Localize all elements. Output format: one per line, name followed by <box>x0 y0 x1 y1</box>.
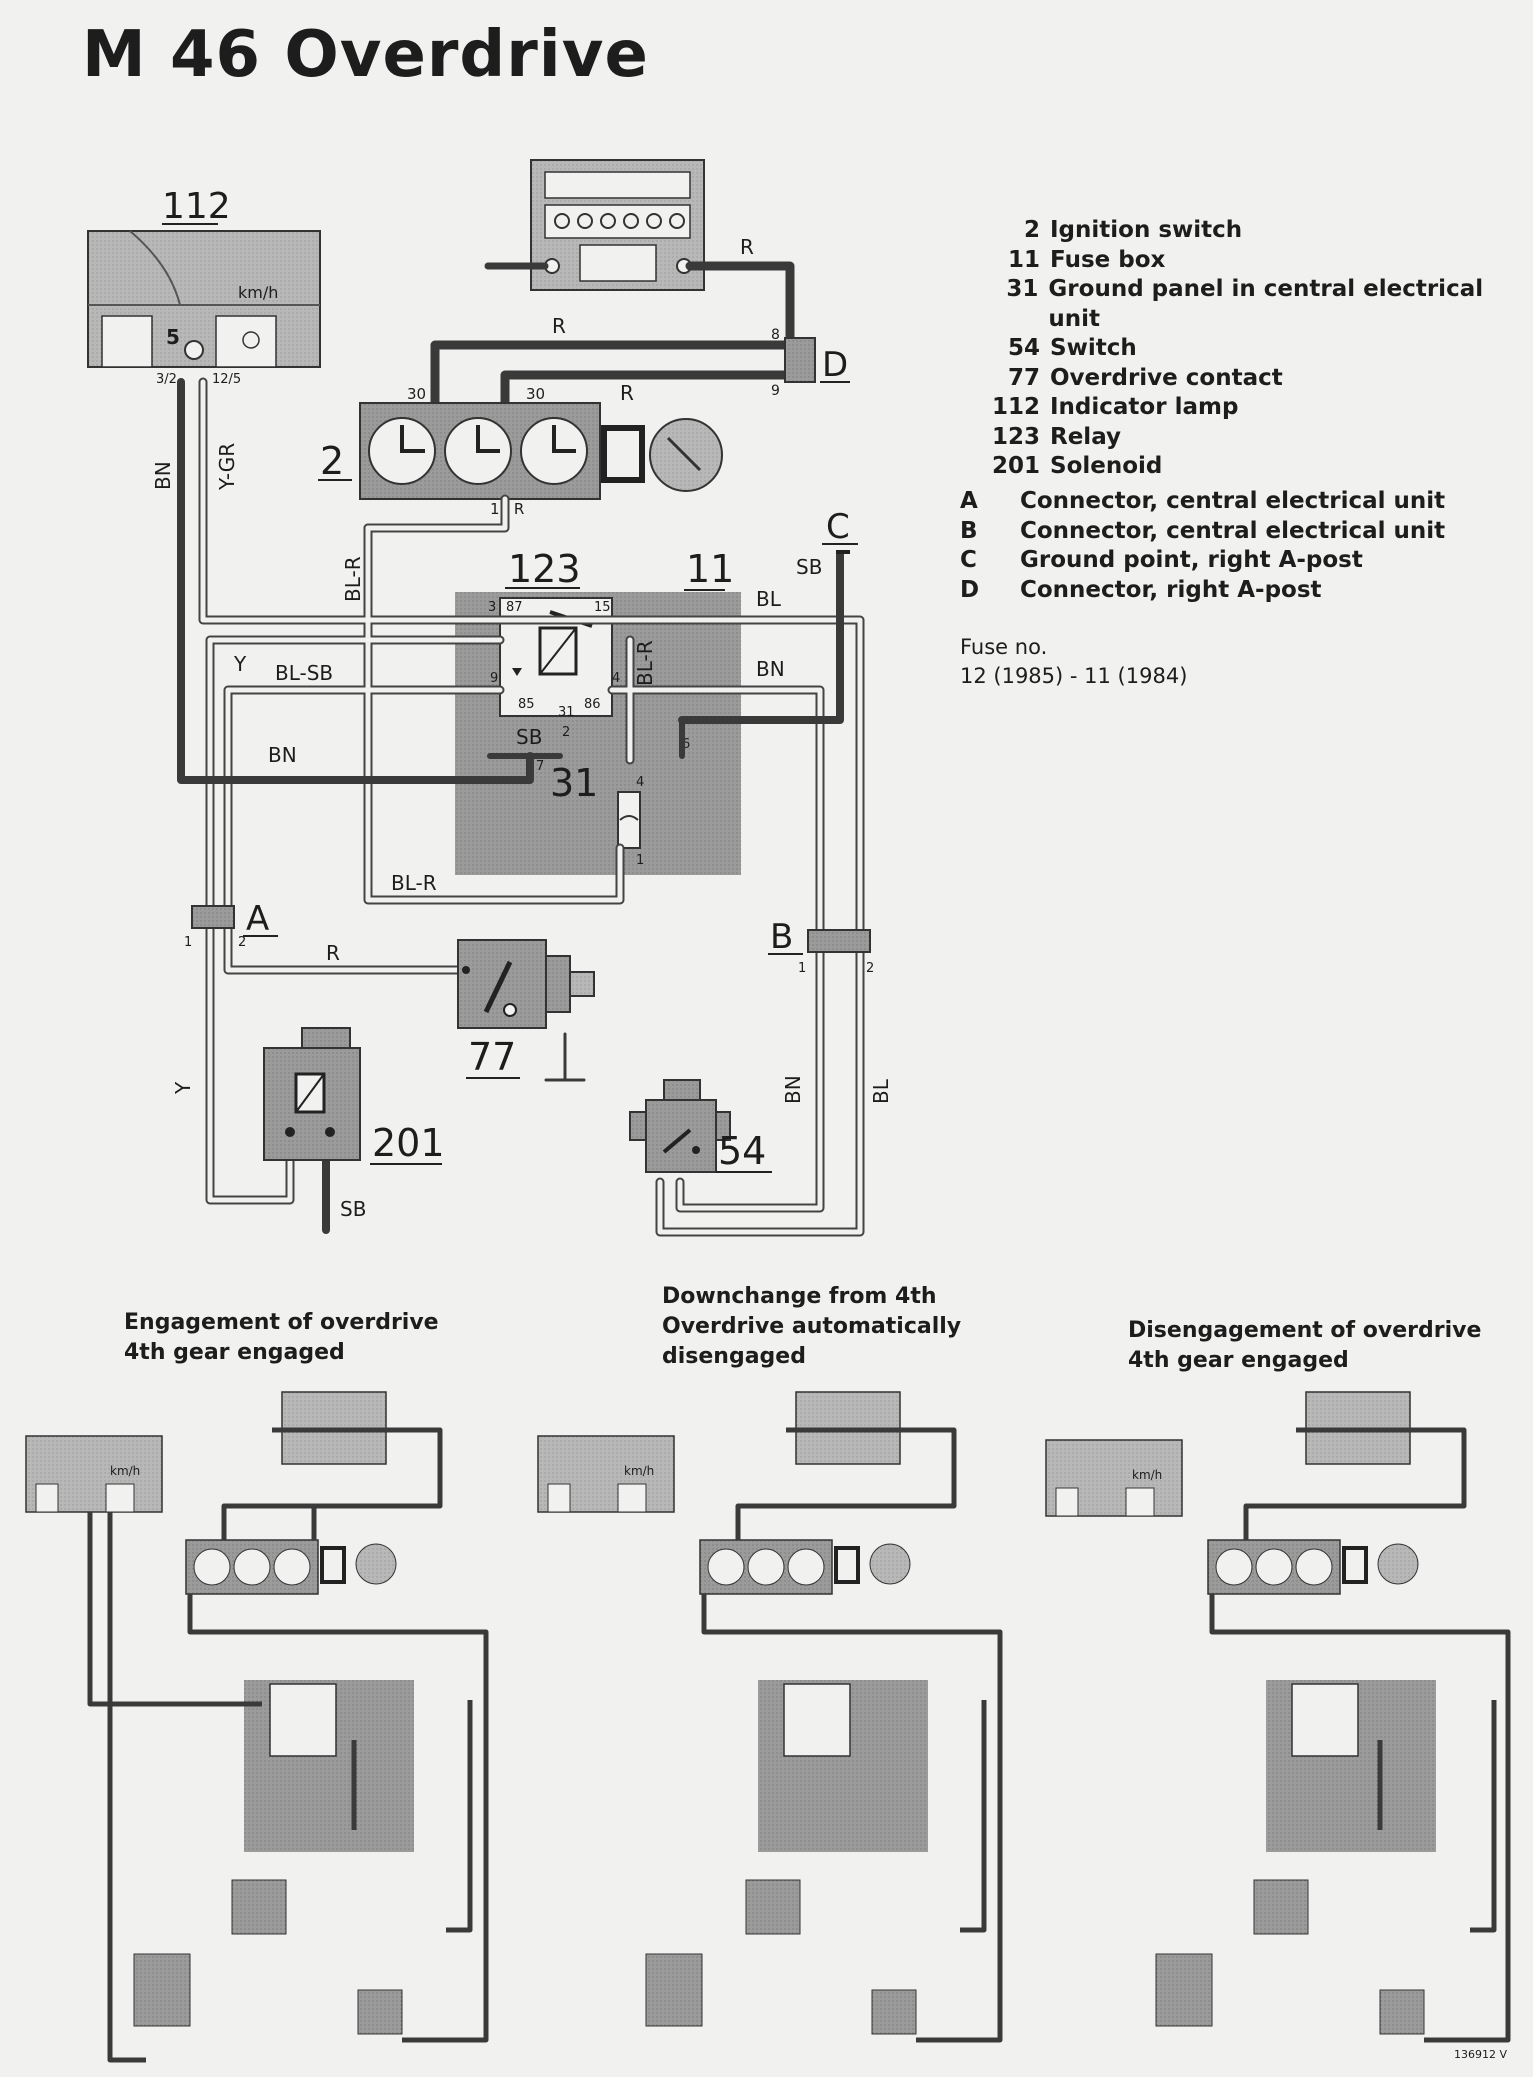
wire-label-r-3: R <box>620 381 634 405</box>
label-a1: 1 <box>184 935 192 950</box>
fuse-element <box>617 791 641 849</box>
page-title: M 46 Overdrive <box>82 18 649 92</box>
mini-3-kmh: km/h <box>1132 1468 1162 1482</box>
mini-diagram-1 <box>25 1391 489 2063</box>
label-pin-12-5: 12/5 <box>212 372 241 387</box>
pin-6: 6 <box>682 737 690 752</box>
wire-label-r-2: R <box>552 314 566 338</box>
label-c: C <box>826 507 850 547</box>
fuse-label: Fuse no. <box>960 635 1048 659</box>
label-a2: 2 <box>238 935 246 950</box>
wires-red <box>430 261 795 408</box>
label-pin-3-2: 3/2 <box>156 372 177 387</box>
overdrive-contact-77 <box>457 939 595 1029</box>
label-d: D <box>822 345 848 385</box>
wire-label-r-4: R <box>326 941 340 965</box>
relay-pin-15: 15 <box>594 600 611 615</box>
label-201: 201 <box>372 1121 445 1165</box>
pin-1b: 1 <box>636 853 644 868</box>
wire-label-bl-r-3: BL-R <box>391 871 437 895</box>
label-31: 31 <box>550 761 598 805</box>
caption-downchange: Downchange from 4th Overdrive automatica… <box>662 1284 962 1369</box>
label-8: 8 <box>771 327 780 343</box>
relay-pin-86: 86 <box>584 697 601 712</box>
label-11: 11 <box>686 547 734 591</box>
connector-a <box>191 905 235 929</box>
label-30a: 30 <box>407 385 426 403</box>
label-2: 2 <box>320 439 344 483</box>
ignition-switch-2 <box>359 402 723 500</box>
pin-7: 7 <box>536 759 544 774</box>
relay-pin-87: 87 <box>506 600 523 615</box>
wire-label-bl-r-1: BL-R <box>341 556 365 602</box>
relay-pin-4: 4 <box>612 671 620 686</box>
figure-code: 136912 V <box>1453 2048 1507 2061</box>
wire-label-bn-3: BN <box>268 743 297 767</box>
wire-label-sb-1: SB <box>796 555 822 579</box>
label-54: 54 <box>718 1129 766 1173</box>
relay-pin-31: 31 <box>558 705 575 720</box>
label-112: 112 <box>162 186 231 227</box>
label-b2: 2 <box>866 961 874 976</box>
label-b1: 1 <box>798 961 806 976</box>
relay-pin-9: 9 <box>490 671 498 686</box>
mini-2-kmh: km/h <box>624 1464 654 1478</box>
wire-label-bn-2: BN <box>756 657 785 681</box>
switch-54 <box>629 1079 731 1173</box>
relay-pin-3: 3 <box>488 600 496 615</box>
wires-dark <box>177 378 844 1234</box>
wire-label-sb-2: SB <box>516 725 542 749</box>
caption-disengagement: Disengagement of overdrive 4th gear enga… <box>1128 1318 1482 1373</box>
connector-b <box>807 929 871 953</box>
wire-label-y-gr: Y-GR <box>215 443 239 491</box>
label-b: B <box>770 917 793 957</box>
label-a: A <box>246 899 269 939</box>
wire-label-bl-sb: BL-SB <box>275 661 333 685</box>
fuse-note: Fuse no. 12 (1985) - 11 (1984) <box>960 633 1187 691</box>
connector-d <box>784 337 816 383</box>
label-pin-5: 5 <box>166 325 180 349</box>
label-123: 123 <box>508 547 581 591</box>
wire-label-y-1: Y <box>233 652 247 676</box>
wire-label-bl-1: BL <box>756 587 782 611</box>
label-9: 9 <box>771 383 780 399</box>
wire-label-bn-4: BN <box>781 1075 805 1104</box>
mini-diagram-3 <box>1045 1391 1511 2043</box>
wire-label-y-2: Y <box>171 1081 195 1095</box>
wire-label-bn-1: BN <box>151 461 175 490</box>
wire-label-r-1: R <box>740 235 754 259</box>
top-unit <box>530 159 705 291</box>
fuse-value: 12 (1985) - 11 (1984) <box>960 664 1188 688</box>
caption-engagement: Engagement of overdrive 4th gear engaged <box>124 1310 439 1365</box>
solenoid-201 <box>263 1027 361 1161</box>
relay-pin-2: 2 <box>562 725 570 740</box>
mini-diagram-2 <box>537 1391 1003 2043</box>
label-30b: 30 <box>526 385 545 403</box>
pin-4b: 4 <box>636 775 644 790</box>
indicator-lamp-112 <box>87 223 321 368</box>
mini-1-kmh: km/h <box>110 1464 140 1478</box>
relay-pin-85: 85 <box>518 697 535 712</box>
wire-label-bl-r-2: BL-R <box>633 640 657 686</box>
wire-label-sb-3: SB <box>340 1197 366 1221</box>
wire-label-bl-2: BL <box>869 1078 893 1104</box>
label-kmh: km/h <box>238 283 278 302</box>
label-77: 77 <box>468 1035 516 1079</box>
wires-light <box>198 377 865 1237</box>
